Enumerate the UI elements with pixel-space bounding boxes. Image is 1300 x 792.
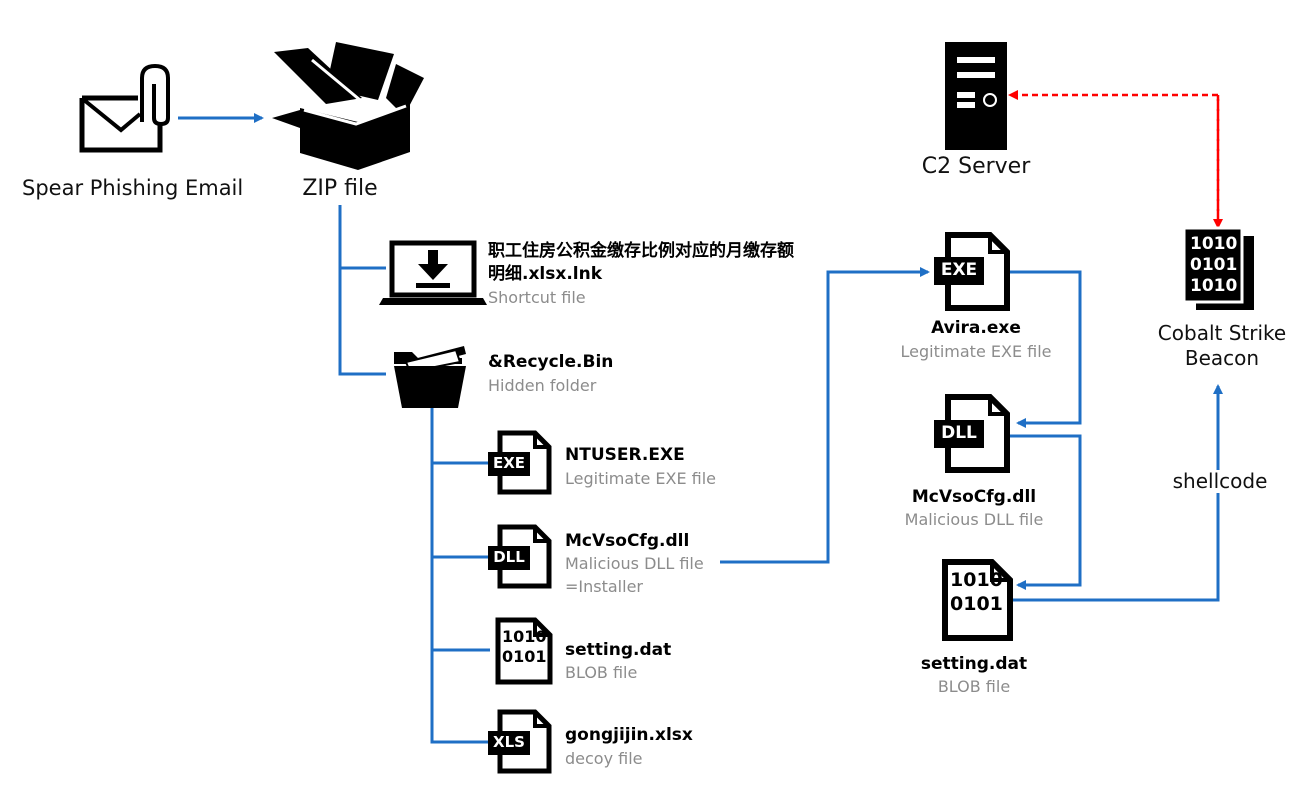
file-icon-dll-mcvso-right	[934, 394, 1010, 473]
file-icon-blob-setting-right	[942, 559, 1013, 641]
beacon-label-2: Beacon	[1184, 346, 1260, 370]
setting-left-name: setting.dat	[565, 640, 672, 660]
setting-right-name: setting.dat	[920, 654, 1028, 674]
setting-right-type: BLOB file	[937, 677, 1011, 696]
file-icon-dll-mcvso	[488, 524, 552, 589]
gongjijin-type: decoy file	[565, 749, 643, 768]
mcvso-to-avira-arrow	[720, 267, 930, 564]
beacon-bits-3: 1010	[1190, 276, 1238, 296]
zip-box-icon	[272, 42, 424, 170]
badge-dll-mcvso-right: DLL	[941, 423, 977, 443]
beacon-label-1: Cobalt Strike	[1157, 321, 1287, 345]
dll-to-setting-arrow	[1010, 434, 1082, 590]
badge-dll-mcvso: DLL	[493, 548, 525, 566]
folder-icon	[394, 346, 466, 408]
mcvso-right-type: Malicious DLL file	[904, 510, 1044, 529]
avira-to-dll-arrow	[1010, 270, 1082, 428]
beacon-bits-1: 1010	[1190, 234, 1238, 254]
email-attachment-icon	[79, 63, 170, 153]
lnk-type: Shortcut file	[488, 288, 586, 307]
laptop-download-icon	[379, 240, 487, 305]
beacon-binary-icon	[1182, 226, 1254, 310]
badge-xls-gongjijin: XLS	[493, 733, 525, 751]
mcvso-right-name: McVsoCfg.dll	[911, 487, 1037, 507]
email-label: Spear Phishing Email	[22, 176, 244, 200]
ntuser-name: NTUSER.EXE	[565, 445, 685, 465]
blob-bits-left-1: 1010	[502, 627, 547, 646]
zip-label: ZIP file	[302, 176, 378, 201]
ntuser-type: Legitimate EXE file	[565, 469, 717, 488]
avira-name: Avira.exe	[931, 318, 1021, 338]
blob-bits-right-2: 0101	[950, 593, 1003, 615]
c2-beacon-link	[1008, 90, 1223, 229]
server-tower-icon	[945, 42, 1007, 150]
zip-tree-connector	[338, 205, 386, 270]
lnk-name-line2: 明细.xlsx.lnk	[488, 264, 603, 284]
mcvso-left-type: Malicious DLL file	[565, 554, 704, 573]
blob-bits-right-1: 1010	[950, 569, 1003, 591]
mcvso-left-name: McVsoCfg.dll	[565, 531, 690, 551]
file-icon-exe-ntuser	[488, 430, 552, 495]
recycle-type: Hidden folder	[488, 376, 597, 395]
c2-label: C2 Server	[921, 154, 1031, 179]
badge-exe-ntuser: EXE	[492, 454, 526, 472]
recycle-name: &Recycle.Bin	[488, 352, 614, 372]
setting-left-type: BLOB file	[565, 663, 638, 682]
zip-to-recycle-connector	[338, 268, 386, 376]
lnk-name-line1: 职工住房公积金缴存比例对应的月缴存额	[488, 241, 794, 261]
shellcode-label: shellcode	[1168, 470, 1272, 493]
gongjijin-name: gongjijin.xlsx	[565, 725, 693, 745]
blob-bits-left-2: 0101	[502, 647, 547, 666]
file-icon-blob-setting	[495, 617, 553, 685]
avira-type: Legitimate EXE file	[900, 342, 1052, 361]
file-icon-xls-gongjijin	[488, 709, 552, 774]
connectors	[178, 113, 1223, 744]
beacon-bits-2: 0101	[1190, 255, 1238, 275]
setting-to-beacon-arrow	[1010, 384, 1223, 602]
file-icon-exe-avira	[934, 232, 1010, 311]
badge-exe-avira: EXE	[940, 260, 978, 280]
mcvso-left-type2: =Installer	[565, 577, 643, 596]
recycle-tree-connector	[430, 408, 490, 744]
